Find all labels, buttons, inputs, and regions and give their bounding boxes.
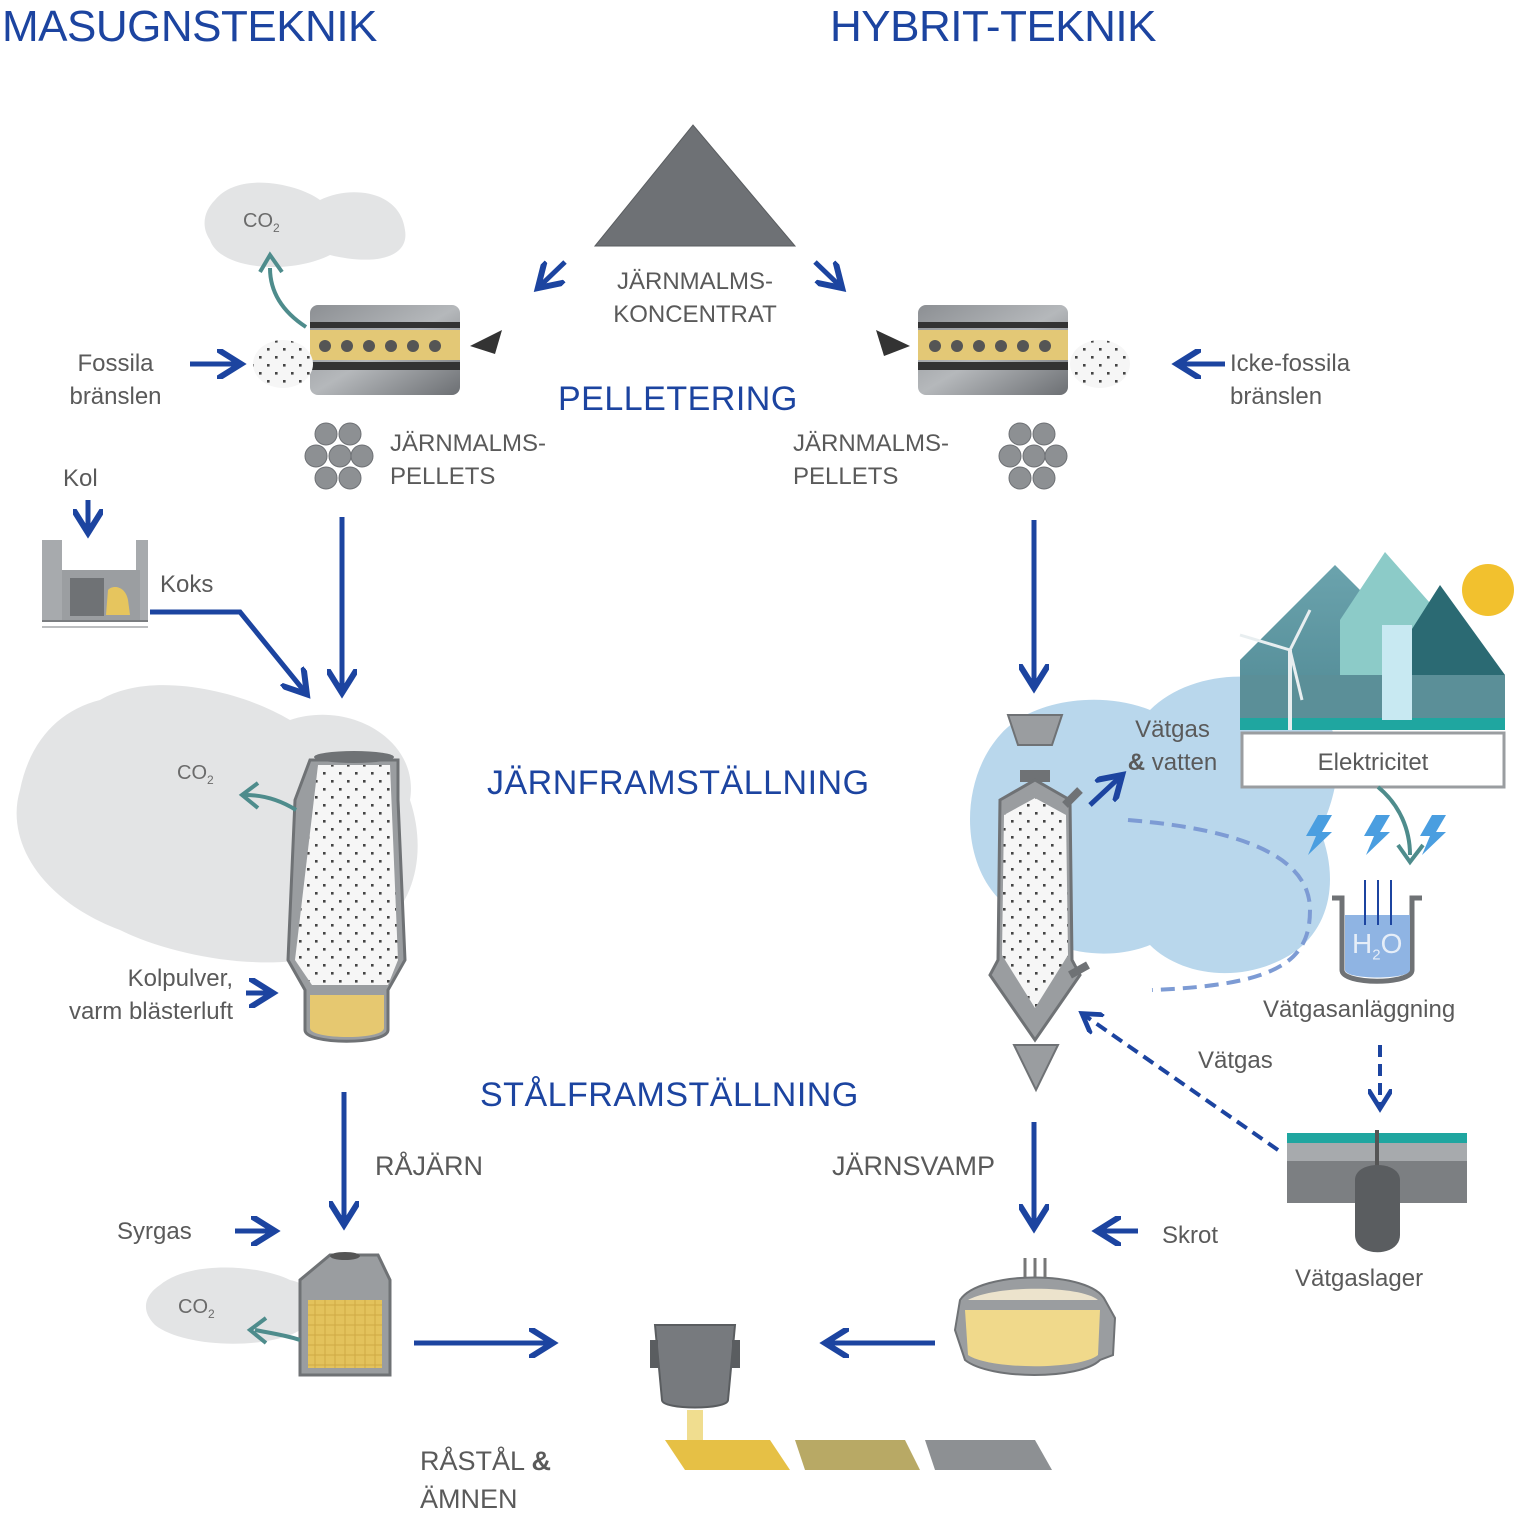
label-h2o: H2O: [1352, 928, 1402, 964]
flow-arrows: [88, 260, 1225, 1343]
label-pellets-left: JÄRNMALMS- PELLETS: [390, 427, 546, 493]
label-kol: Kol: [63, 465, 98, 492]
arrow-to-pellet-right: [813, 260, 840, 286]
teal-arrows: [238, 251, 1425, 1345]
electric-arc-furnace: [953, 1258, 1117, 1376]
label-nonfossil-fuels: Icke-fossila bränslen: [1230, 347, 1350, 413]
label-kolpulver-line1: Kolpulver,: [127, 965, 233, 992]
label-gas-amp: &: [1127, 749, 1146, 776]
arrow-to-pellet-left: [540, 260, 567, 286]
gas-loop-dashed: [1127, 818, 1313, 992]
label-kolpulver-line2: varm blästerluft: [68, 998, 233, 1025]
label-vatgas: Vätgas: [1198, 1047, 1273, 1074]
lightning-bolts: [1306, 815, 1446, 855]
blast-furnace: [286, 751, 407, 1043]
oxygen-converter: [298, 1252, 392, 1377]
co2-text: CO: [243, 210, 273, 232]
co2-text: CO: [177, 762, 207, 784]
label-jarnsvamp: JÄRNSVAMP: [832, 1151, 996, 1181]
shaft-furnace: [988, 714, 1090, 1093]
pellets-right: [998, 422, 1068, 490]
label-rajarn: RÅJÄRN: [375, 1151, 484, 1181]
electricity-box: [1240, 731, 1506, 789]
label-skrot: Skrot: [1162, 1222, 1219, 1249]
label-pellets-left-line2: PELLETS: [390, 463, 496, 490]
label-vatgaslager: Vätgaslager: [1295, 1265, 1424, 1292]
heading-hybrit-teknik: HYBRIT-TEKNIK: [830, 2, 1157, 51]
label-pellets-right-line2: PELLETS: [793, 463, 899, 490]
label-gas-water: Vätgas & vatten: [1120, 713, 1225, 779]
label-fossil-line2: bränslen: [69, 383, 162, 410]
stage-jarnframstallning: JÄRNFRAMSTÄLLNING: [487, 764, 870, 802]
label-rastal-amnen: RÅSTÅL & ÄMNEN: [420, 1442, 551, 1518]
heading-masugnsteknik: MASUGNSTEKNIK: [2, 2, 377, 51]
label-nonfossil-line2: bränslen: [1230, 383, 1323, 410]
label-rastal-line2: ÄMNEN: [420, 1484, 518, 1514]
ore-concentrate-pile: [593, 124, 797, 247]
label-gas-line1: Vätgas: [1135, 716, 1210, 743]
label-nonfossil-line1: Icke-fossila: [1230, 350, 1351, 377]
h2o-sub: 2: [1372, 946, 1381, 964]
label-syrgas: Syrgas: [117, 1218, 192, 1245]
renewable-landscape: [1239, 552, 1514, 730]
arrow-vatgas-dashed: [1084, 1015, 1280, 1152]
arrow-gas-out: [1088, 777, 1120, 807]
label-rastal-line1: RÅSTÅL: [420, 1446, 532, 1476]
label-fossil-fuels: Fossila bränslen: [58, 347, 173, 413]
label-co2-converter: CO2: [178, 1296, 215, 1321]
label-fossil-line1: Fossila: [77, 350, 154, 377]
co2-cloud-pellet: [204, 182, 406, 267]
pelletizer-right: [876, 305, 1130, 395]
h2o-h: H: [1352, 928, 1373, 959]
label-concentrate-line1: JÄRNMALMS-: [616, 268, 773, 295]
arrow-koks: [150, 609, 305, 692]
co2-sub: 2: [273, 221, 280, 235]
label-kolpulver: Kolpulver, varm blästerluft: [45, 962, 233, 1028]
co2-sub: 2: [207, 773, 214, 787]
label-vatgasanlaggning: Vätgasanläggning: [1263, 996, 1456, 1023]
ladle-and-slabs: [650, 1324, 1052, 1470]
label-co2-pellet: CO2: [243, 210, 280, 235]
label-pellets-left-line1: JÄRNMALMS-: [390, 430, 547, 457]
hydrogen-storage: [1287, 1130, 1467, 1253]
pelletizer-left: [253, 305, 502, 395]
label-co2-furnace: CO2: [177, 762, 214, 787]
electrolyser: [1332, 880, 1422, 984]
co2-text: CO: [178, 1296, 208, 1318]
h2o-o: O: [1380, 928, 1403, 959]
label-rastal-amp: &: [531, 1446, 552, 1476]
label-pellets-right-line1: JÄRNMALMS-: [793, 430, 950, 457]
stage-stalframstallning: STÅLFRAMSTÄLLNING: [480, 1076, 859, 1114]
co2-cloud-converter: [145, 1267, 313, 1344]
coke-plant: [42, 540, 148, 628]
label-concentrate-line2: KONCENTRAT: [613, 301, 777, 328]
stage-pelletering: PELLETERING: [558, 380, 798, 418]
label-elektricitet: Elektricitet: [1317, 749, 1429, 776]
label-pellets-right: JÄRNMALMS- PELLETS: [793, 427, 949, 493]
co2-sub: 2: [208, 1307, 215, 1321]
label-koks: Koks: [160, 571, 214, 598]
label-concentrate: JÄRNMALMS- KONCENTRAT: [610, 265, 780, 331]
pellets-left: [304, 422, 374, 490]
label-gas-line2: vatten: [1145, 749, 1218, 776]
